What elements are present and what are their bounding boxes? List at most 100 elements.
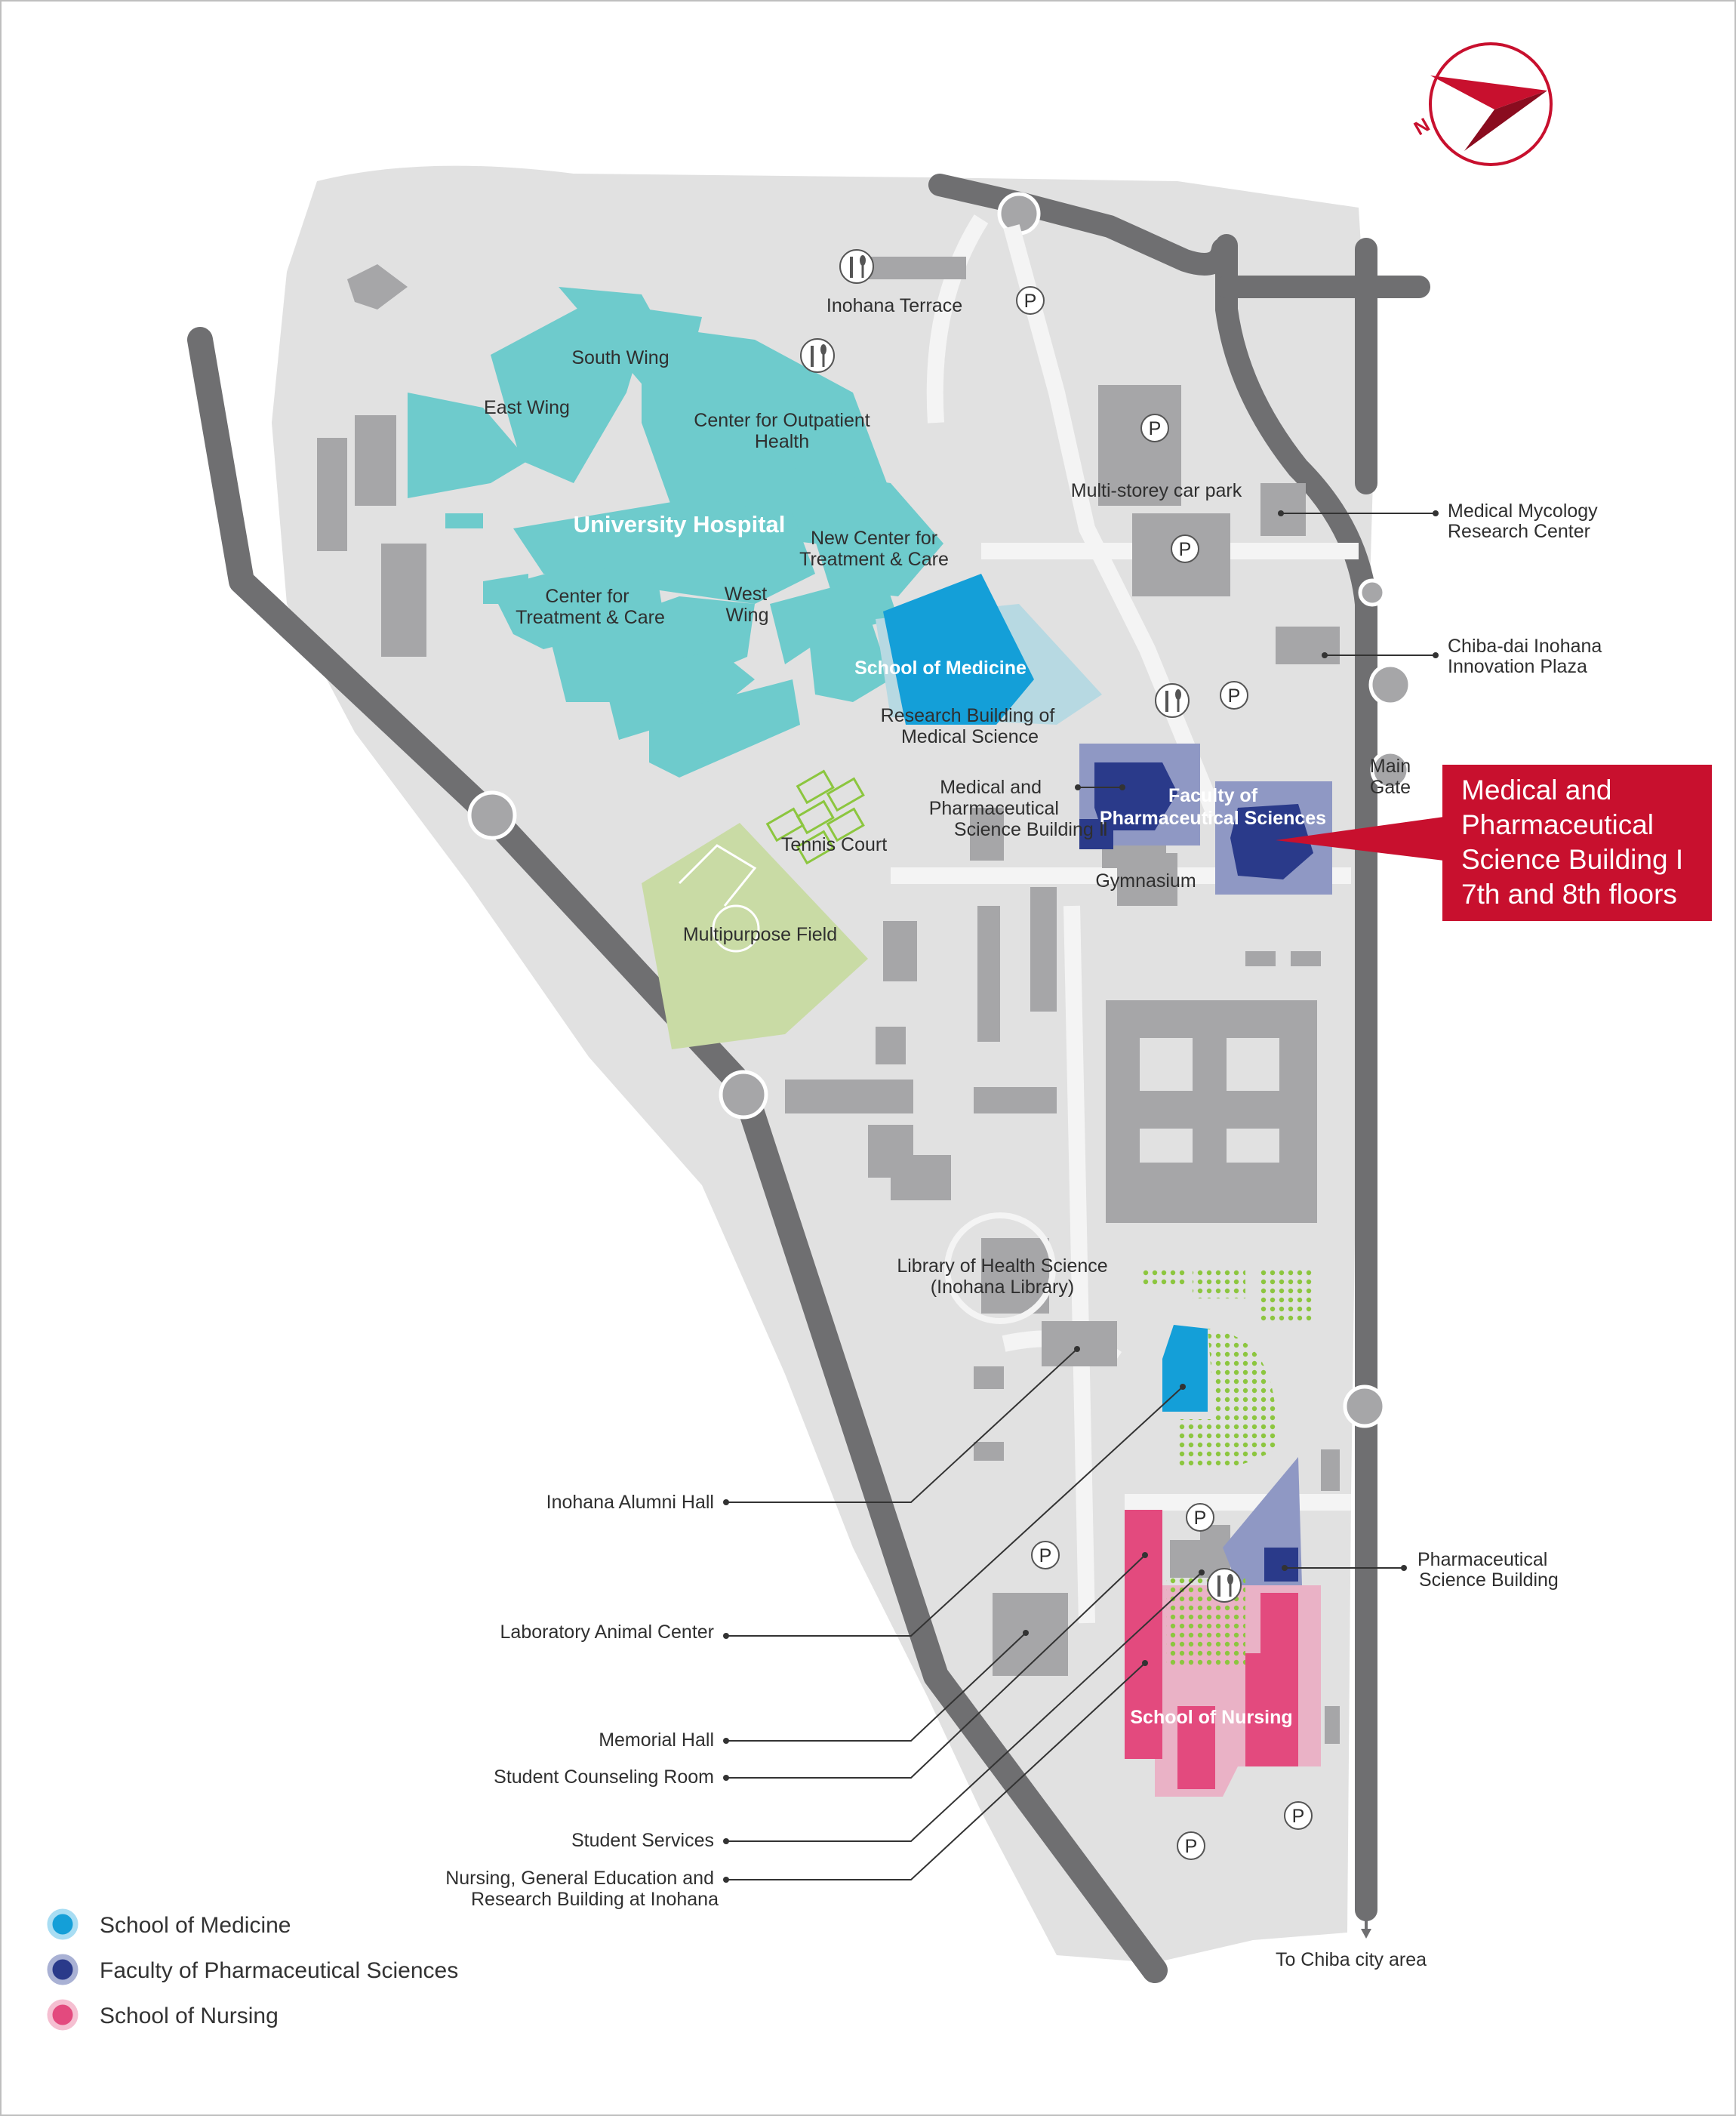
legend-label-medicine: School of Medicine xyxy=(100,1913,291,1938)
legend-label-pharma: Faculty of Pharmaceutical Sciences xyxy=(100,1958,458,1983)
svg-text:P: P xyxy=(1292,1806,1305,1827)
label-mycology-2: Research Center xyxy=(1448,521,1590,542)
library-circle xyxy=(944,1212,1056,1324)
parking-icon: P xyxy=(1186,1503,1214,1532)
label-school-of-nursing: School of Nursing xyxy=(1130,1707,1292,1728)
leader-dots xyxy=(723,1346,1407,1883)
label-center-treatment-2: Treatment & Care xyxy=(516,607,665,628)
label-new-center-1: New Center for xyxy=(811,528,937,549)
leader-lines xyxy=(726,1348,1404,1880)
restaurant-icon xyxy=(839,249,874,284)
label-counseling: Student Counseling Room xyxy=(494,1766,714,1788)
leader-dot xyxy=(1119,784,1125,790)
road-west xyxy=(187,327,1168,1983)
leader-dot xyxy=(1322,652,1328,658)
gymnasium-building xyxy=(1117,853,1177,906)
svg-text:P: P xyxy=(1024,291,1037,312)
compass-letter: N xyxy=(1410,113,1433,140)
parking-icon: P xyxy=(1171,534,1199,563)
label-research-bldg-2: Medical Science xyxy=(901,726,1039,747)
label-main-gate-1: Main xyxy=(1370,756,1411,777)
student-services-building xyxy=(1200,1525,1230,1563)
restaurant-icon xyxy=(800,338,835,373)
svg-text:P: P xyxy=(1185,1836,1198,1857)
svg-text:P: P xyxy=(1179,539,1192,560)
label-gymnasium: Gymnasium xyxy=(1095,870,1196,892)
mps-building-2 xyxy=(1094,762,1177,830)
parking-icon: P xyxy=(1016,286,1045,315)
label-alumni-hall: Inohana Alumni Hall xyxy=(546,1492,714,1513)
multipurpose-field xyxy=(642,823,868,1049)
legend-dot-medicine xyxy=(47,1908,78,1940)
label-memorial-hall: Memorial Hall xyxy=(599,1729,714,1751)
label-outpatient-1: Center for Outpatient xyxy=(694,410,870,431)
label-faculty-pharma-1: Faculty of xyxy=(1168,785,1258,806)
label-research-bldg-1: Research Building of xyxy=(881,705,1055,726)
tennis-courts xyxy=(765,769,865,865)
label-car-park: Multi-storey car park xyxy=(1071,480,1242,501)
label-library-1: Library of Health Science xyxy=(897,1255,1107,1277)
junctions xyxy=(467,192,1412,1428)
callout-line-4: 7th and 8th floors xyxy=(1461,879,1677,910)
label-pharma-bldg-1: Pharmaceutical xyxy=(1417,1549,1547,1570)
label-main-gate-2: Gate xyxy=(1370,777,1411,798)
label-innovation-1: Chiba-dai Inohana xyxy=(1448,636,1602,657)
label-west-wing-1: West xyxy=(725,584,768,605)
leader-dot xyxy=(1433,652,1439,658)
parking-icon: P xyxy=(1031,1541,1060,1569)
callout-box xyxy=(1442,765,1712,921)
restaurant-icon xyxy=(1207,1568,1242,1603)
university-hospital-area xyxy=(408,287,943,778)
leader-dot xyxy=(1433,510,1439,516)
label-mps2-3: Science Building Ⅱ xyxy=(954,819,1108,840)
callout-line-2: Pharmaceutical xyxy=(1461,809,1654,840)
field-markings xyxy=(678,844,760,953)
label-multipurpose-field: Multipurpose Field xyxy=(683,924,837,945)
legend-dot-nursing xyxy=(47,1999,78,2031)
parking-icon: P xyxy=(1177,1831,1205,1860)
label-school-of-medicine: School of Medicine xyxy=(854,658,1027,679)
medicine-small-building xyxy=(1162,1325,1208,1412)
label-mps2-1: Medical and xyxy=(940,777,1042,798)
school-of-medicine-building xyxy=(883,574,1034,725)
legend-item-nursing: School of Nursing xyxy=(47,1999,279,2031)
label-new-center-2: Treatment & Care xyxy=(799,549,949,570)
label-library-2: (Inohana Library) xyxy=(931,1277,1074,1298)
green-patches xyxy=(1140,1268,1313,1470)
label-faculty-pharma-2: Pharmaceutical Sciences xyxy=(1100,808,1326,829)
label-pharma-bldg-2: Science Building xyxy=(1419,1569,1559,1591)
label-east-wing: East Wing xyxy=(484,397,570,418)
legend-label-nursing: School of Nursing xyxy=(100,2004,279,2028)
label-student-services: Student Services xyxy=(571,1830,714,1851)
parking-icons: P P P P P P P P xyxy=(1016,286,1313,1860)
label-south-wing: South Wing xyxy=(571,347,669,368)
legend-dot-pharma xyxy=(47,1954,78,1985)
leader-dot xyxy=(1075,784,1081,790)
restaurant-icon xyxy=(1155,683,1190,718)
svg-text:P: P xyxy=(1228,685,1241,707)
courtyard-building xyxy=(1106,1000,1317,1223)
road-northeast xyxy=(1215,234,1377,1921)
svg-text:P: P xyxy=(1149,418,1162,439)
parking-icon: P xyxy=(1220,681,1248,710)
compass-icon: N xyxy=(1410,42,1553,166)
label-nursing-bldg-1: Nursing, General Education and xyxy=(445,1868,714,1889)
label-west-wing-2: Wing xyxy=(726,605,769,626)
label-lab-animal: Laboratory Animal Center xyxy=(500,1622,714,1643)
label-mps2-2: Pharmaceutical xyxy=(929,798,1059,819)
road-east-arrow xyxy=(1361,1929,1371,1939)
svg-text:P: P xyxy=(1194,1508,1207,1529)
mps-building-1 xyxy=(1230,804,1313,879)
legend-item-pharma: Faculty of Pharmaceutical Sciences xyxy=(47,1954,458,1985)
parking-icon: P xyxy=(1284,1801,1313,1830)
label-university-hospital: University Hospital xyxy=(574,511,786,537)
label-outpatient-2: Health xyxy=(755,431,809,452)
label-to-chiba: To Chiba city area xyxy=(1276,1949,1427,1970)
callout-line-3: Science Building I xyxy=(1461,844,1683,875)
memorial-hall-building xyxy=(993,1593,1068,1676)
label-tennis-court: Tennis Court xyxy=(781,834,887,855)
legend-item-medicine: School of Medicine xyxy=(47,1908,291,1940)
callout-pointer xyxy=(1276,817,1444,861)
legend: School of Medicine Faculty of Pharmaceut… xyxy=(47,1908,458,2031)
